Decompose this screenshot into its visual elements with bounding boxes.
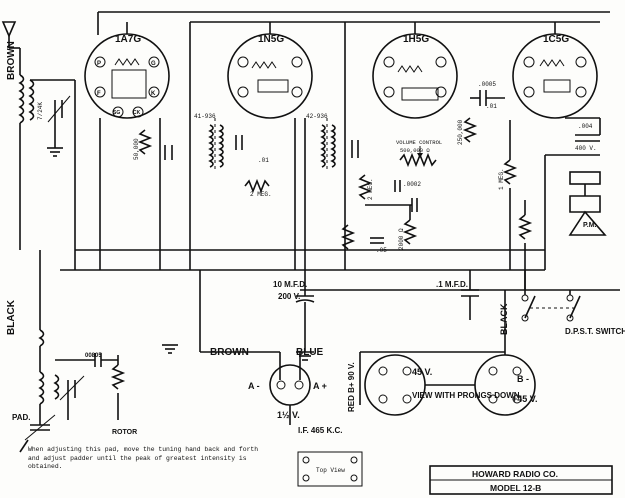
capacitor-osc-pad — [55, 353, 118, 367]
b-battery-socket-2 — [474, 354, 536, 416]
capacitor-004-voltage-label: 400 V. — [575, 145, 597, 152]
resistor-50k — [137, 129, 153, 155]
capacitor-0005 — [470, 90, 505, 106]
capacitor-004-label: .004 — [578, 123, 593, 130]
resistor-2000-label: 2000 Ω — [398, 228, 405, 250]
nameplate: HOWARD RADIO CO. MODEL 12-B — [429, 465, 613, 495]
wire-label-blue: BLUE — [296, 347, 324, 358]
pin-label-sg: SG — [113, 110, 120, 116]
if-transformer-1-label: 41-936 — [194, 113, 216, 120]
oscillator-coil — [38, 250, 60, 425]
resistor-2meg-b — [357, 174, 373, 200]
capacitor-004 — [565, 117, 601, 142]
if-transformer-1 — [189, 22, 243, 270]
electrolytic2-label: .1 M.F.D. — [436, 280, 468, 289]
oscillator-tuning-capacitor — [59, 375, 85, 420]
capacitor-01 — [365, 198, 418, 212]
battery-45v-right-label: +45 V. — [512, 394, 537, 404]
capacitor-10mfd — [295, 290, 315, 345]
a-voltage-label: 1½ V. — [277, 410, 300, 420]
wire-label-black: BLACK — [6, 299, 17, 335]
a-minus-label: A - — [248, 381, 260, 391]
pin-label-p: P — [97, 61, 101, 67]
capacitor-05 — [370, 237, 384, 244]
volume-control-label: VOLUME CONTROL — [396, 139, 442, 146]
if-frequency-label: I.F. 465 K.C. — [298, 426, 342, 435]
wire-label-red: RED B+ 90 V. — [347, 362, 356, 412]
antenna-tuning-capacitor — [47, 95, 71, 140]
socket-top-view-label: Top View — [316, 467, 345, 474]
rotor-label: ROTOR — [112, 429, 137, 436]
capacitor-01a-label: .01 — [258, 157, 269, 164]
resistor-2meg-b-label: 2 MEG. — [367, 178, 374, 200]
b-minus-label: B - — [517, 374, 529, 384]
battery-view-note: VIEW WITH PRONGS DOWN — [412, 391, 520, 400]
antenna-coil-label: 7/24K — [37, 102, 44, 120]
capacitor-05-label: .05 — [376, 247, 387, 254]
tube-label-1n5g: 1N5G — [258, 34, 284, 45]
capacitor-0002-label: .0002 — [403, 181, 421, 188]
resistor-50k-label: 50,000 — [133, 138, 140, 160]
resistor-2000 — [402, 205, 418, 245]
pin-label-f: F — [97, 91, 101, 97]
a-battery-socket — [269, 364, 311, 425]
volume-control-value: 500,000 Ω — [400, 147, 430, 154]
pad-label: PAD. — [12, 413, 31, 422]
resistor-1meg-label: 1 MEG. — [498, 168, 505, 190]
electrolytic-label: 10 M.F.D. — [273, 280, 307, 289]
wire-label-black-right: BLACK — [499, 303, 509, 335]
if-transformer-2-label: 42-936 — [306, 113, 328, 120]
resistor-2meg-label: 2 MEG. — [250, 191, 272, 198]
capacitor-01b-label: .01 — [486, 103, 497, 110]
resistor-1meg — [502, 120, 518, 270]
padder-capacitor — [24, 414, 56, 441]
tube-label-1a7g: 1A7G — [115, 34, 141, 45]
wire-label-brown-bottom: BROWN — [210, 347, 249, 358]
pin-label-k: K — [151, 91, 156, 97]
antenna-symbol — [1, 21, 20, 49]
nameplate-company: HOWARD RADIO CO. — [472, 469, 558, 479]
capacitor-if1 — [164, 145, 173, 160]
tube-label-1c5g: 1C5G — [543, 34, 569, 45]
pad-arrow — [19, 439, 29, 453]
osc-pad-label: 00805 — [85, 353, 102, 359]
ground-symbol — [47, 140, 314, 361]
wire-label-brown-top: BROWN — [6, 41, 17, 80]
dpst-switch — [521, 270, 581, 322]
speaker-label: P.M. — [583, 222, 597, 229]
socket-top-view: Top View — [297, 451, 363, 487]
antenna-coil — [18, 74, 75, 250]
switch-label: D.P.S.T. SWITCH. — [565, 327, 625, 336]
resistor-grid-osc — [110, 355, 126, 420]
adjustment-note: When adjusting this pad, move the tuning… — [28, 446, 259, 471]
battery-45v-label: 45 V. — [412, 367, 432, 377]
resistor-250k-label: 250,000 — [457, 119, 464, 145]
capacitor-0005-label: .0005 — [478, 81, 496, 88]
pin-label-ck: CK — [133, 110, 141, 116]
tube-label-1h5g: 1H5G — [403, 34, 429, 45]
tube-1c5g — [512, 22, 598, 119]
electrolytic-voltage-label: 200 V. — [278, 292, 300, 301]
a-plus-label: A + — [313, 381, 327, 391]
resistor-2meg-c — [340, 224, 356, 250]
capacitor-0002 — [394, 180, 401, 192]
resistor-2meg-a — [244, 178, 270, 194]
tube-1h5g — [372, 22, 458, 119]
nameplate-model: MODEL 12-B — [490, 483, 541, 493]
tube-1n5g — [227, 22, 313, 119]
speaker-symbol — [544, 154, 607, 270]
if-transformer-2 — [320, 118, 359, 172]
resistor-250k — [462, 117, 478, 143]
volume-control-resistor — [399, 146, 437, 168]
capacitor-1mfd — [461, 270, 479, 320]
b-battery-socket-1 — [364, 354, 426, 416]
tube-1a7g — [84, 22, 170, 119]
pin-label-g: G — [151, 61, 156, 67]
